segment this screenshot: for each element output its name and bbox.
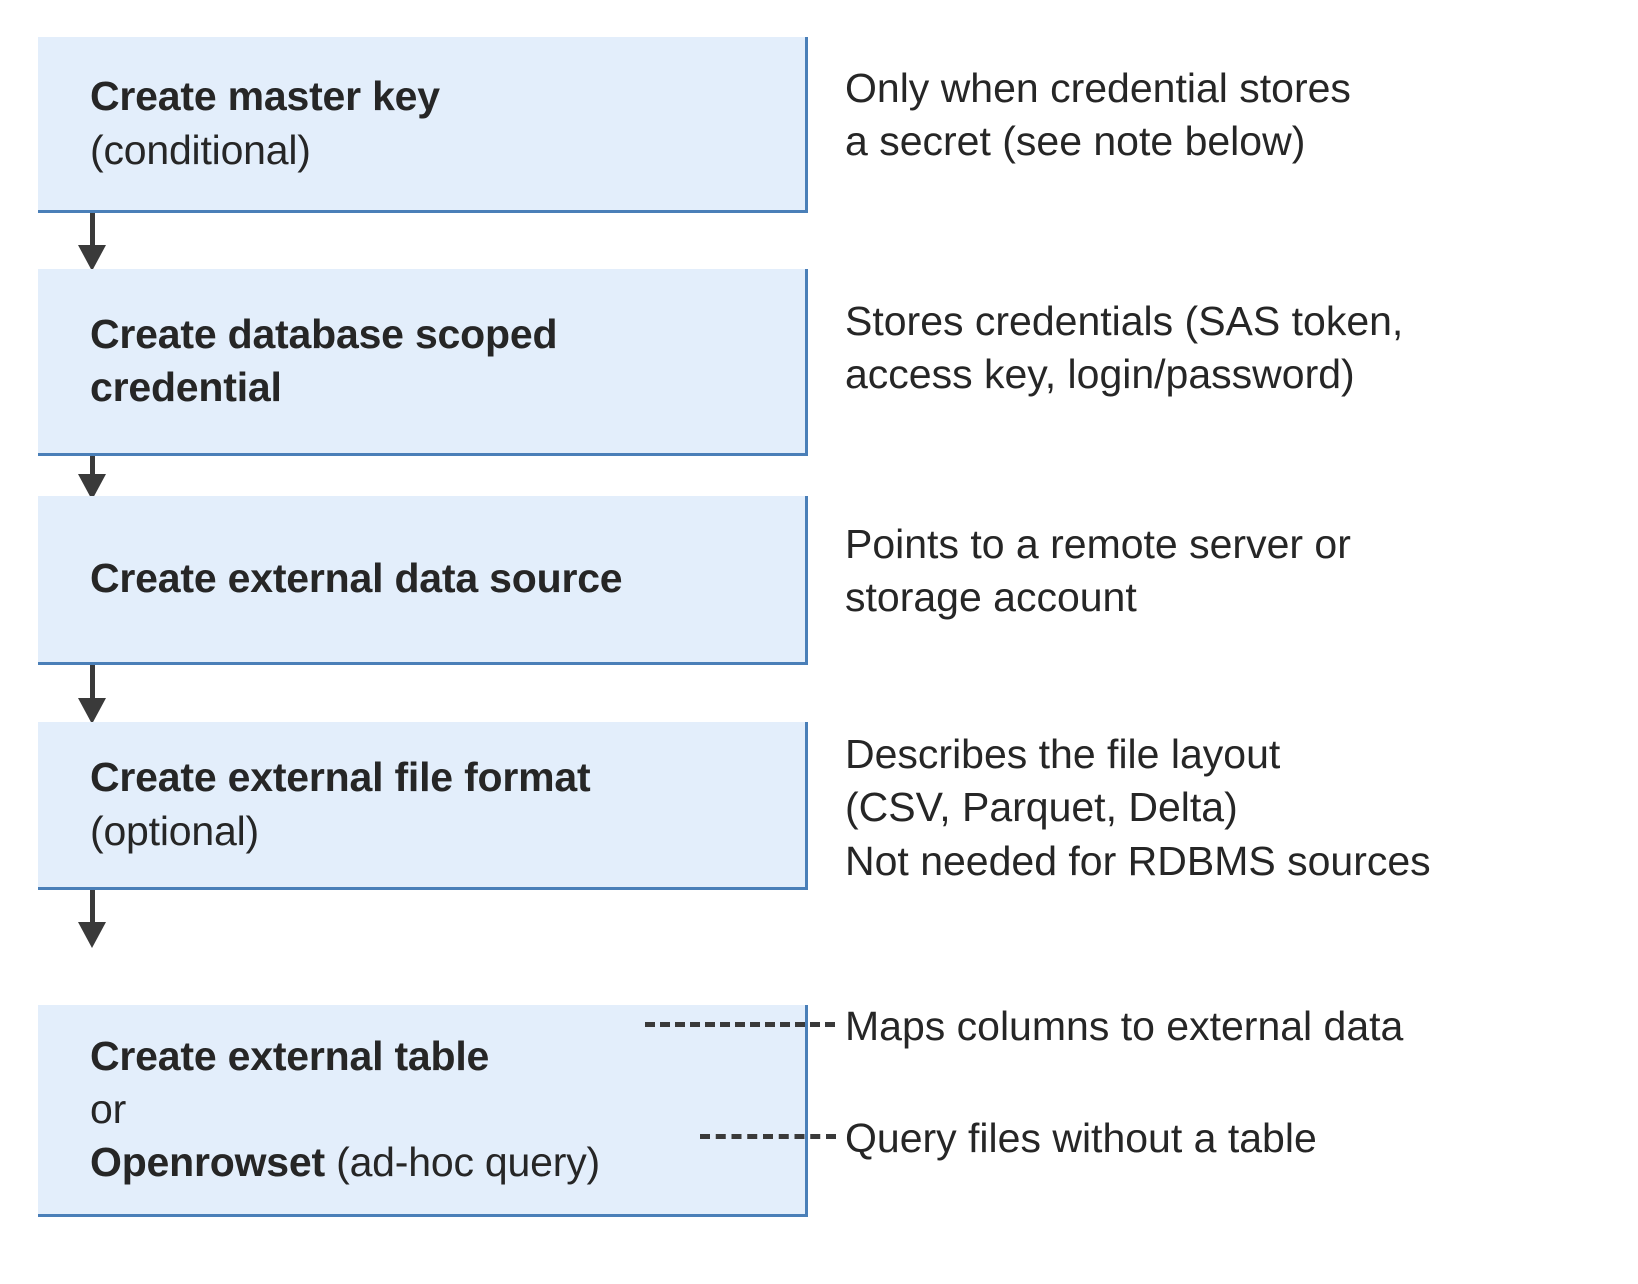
- note-line: access key, login/password): [845, 351, 1355, 398]
- step-box-label-group: Create database scoped credential: [38, 308, 805, 415]
- note-line: Points to a remote server or: [845, 521, 1351, 567]
- step-box-label-group: Create master key (conditional): [38, 70, 805, 177]
- arrow-head: [78, 474, 106, 500]
- step-title: Create external file format: [90, 754, 591, 801]
- step-alt-title-bold: Openrowset: [90, 1139, 325, 1186]
- note-line: Stores credentials (SAS token,: [845, 298, 1404, 344]
- step-box-create-master-key[interactable]: Create master key (conditional): [38, 37, 808, 213]
- step-alt-title: Openrowset (ad-hoc query): [90, 1136, 791, 1189]
- step-title-cont: credential: [90, 364, 282, 410]
- dashed-connector-external-table: [645, 1022, 835, 1027]
- note-line: Query files without a table: [845, 1115, 1317, 1161]
- note-line: (CSV, Parquet, Delta): [845, 784, 1238, 831]
- note-create-external-table: Maps columns to external data: [845, 1000, 1625, 1053]
- note-create-external-file-format: Describes the file layout (CSV, Parquet,…: [845, 728, 1625, 888]
- arrow-down-icon: [78, 213, 106, 271]
- note-line: Not needed for RDBMS sources: [845, 837, 1431, 884]
- note-line: Only when credential stores: [845, 65, 1351, 111]
- arrow-shaft: [90, 456, 95, 478]
- step-title: Create database scoped: [90, 310, 558, 357]
- arrow-shaft: [90, 665, 95, 702]
- note-create-external-data-source: Points to a remote server or storage acc…: [845, 518, 1625, 625]
- arrow-down-icon: [78, 456, 106, 500]
- note-line: Describes the file layout: [845, 731, 1281, 777]
- arrow-head: [78, 698, 106, 724]
- note-openrowset: Query files without a table: [845, 1112, 1625, 1165]
- step-box-create-external-table-or-openrowset[interactable]: Create external table or Openrowset (ad-…: [38, 1005, 808, 1217]
- step-alt-title-plain: (ad-hoc query): [324, 1139, 600, 1186]
- note-line: Maps columns to external data: [845, 1003, 1404, 1049]
- step-box-label-group: Create external table or Openrowset (ad-…: [38, 1030, 805, 1190]
- arrow-down-icon: [78, 665, 106, 724]
- step-subtitle: (conditional): [90, 126, 311, 173]
- step-subtitle: (optional): [90, 807, 259, 854]
- step-title: Create master key: [90, 73, 440, 120]
- dashed-connector-openrowset: [700, 1134, 836, 1139]
- note-line: storage account: [845, 574, 1137, 621]
- arrow-head: [78, 245, 106, 271]
- note-create-database-scoped-credential: Stores credentials (SAS token, access ke…: [845, 295, 1625, 402]
- step-title: Create external table: [90, 1032, 490, 1079]
- step-box-label-group: Create external file format (optional): [38, 751, 805, 858]
- arrow-shaft: [90, 890, 95, 926]
- arrow-head: [78, 922, 106, 948]
- arrow-shaft: [90, 213, 95, 249]
- arrow-down-icon: [78, 890, 106, 948]
- step-box-create-external-data-source[interactable]: Create external data source: [38, 496, 808, 665]
- step-title: Create external data source: [90, 555, 623, 602]
- note-line: a secret (see note below): [845, 118, 1306, 165]
- step-box-label-group: Create external data source: [38, 552, 805, 605]
- step-box-create-external-file-format[interactable]: Create external file format (optional): [38, 722, 808, 890]
- step-or-separator: or: [90, 1085, 127, 1132]
- step-box-create-database-scoped-credential[interactable]: Create database scoped credential: [38, 269, 808, 456]
- note-create-master-key: Only when credential stores a secret (se…: [845, 62, 1625, 169]
